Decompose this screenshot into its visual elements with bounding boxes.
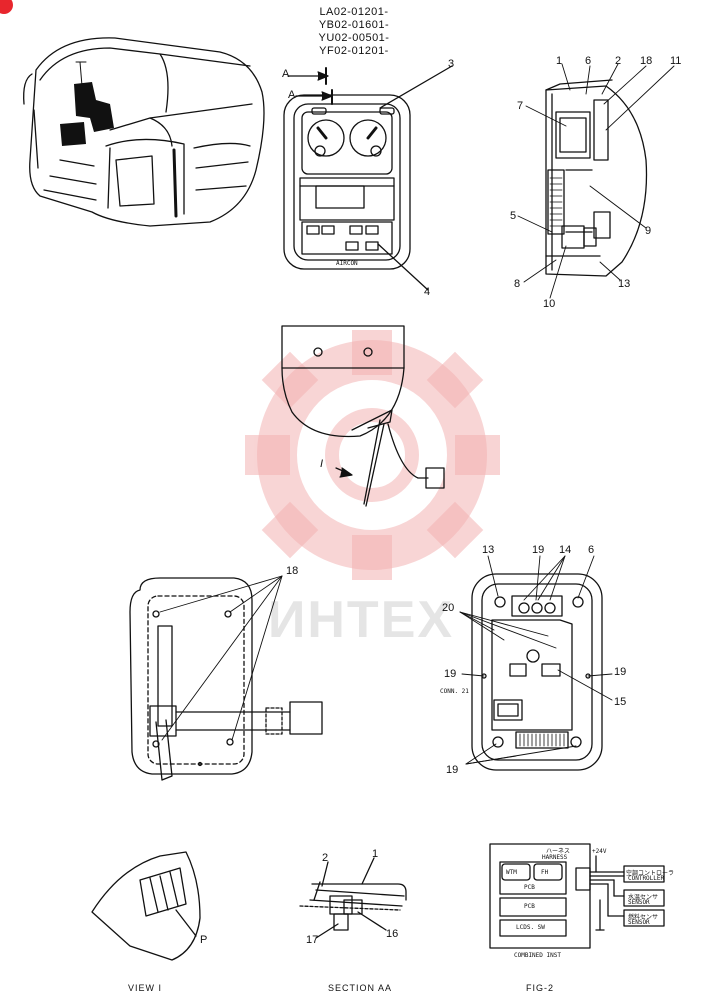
fig2-box3-jp: 燃料センサ	[628, 914, 659, 921]
callout-11-tr: 11	[670, 55, 682, 67]
callout-18-tr: 18	[640, 55, 653, 67]
fig2-box3: SENSOR	[628, 919, 650, 926]
callout-15-mr: 15	[614, 696, 627, 708]
panel-brand-label: AIRCON	[336, 260, 358, 267]
callout-1-tr: 1	[556, 55, 563, 67]
callout-13-tr: 13	[618, 278, 631, 290]
fig2-box1: CONTROLLER	[628, 875, 665, 882]
serial-4: YF02-01201-	[319, 45, 389, 57]
section-aa-drawing	[299, 857, 407, 939]
fig2-combined: COMBINED INST	[514, 952, 561, 959]
callout-17-aa: 17	[306, 934, 319, 946]
callout-9-tr: 9	[645, 225, 652, 237]
callout-2-aa: 2	[322, 852, 329, 864]
callout-19-mr-bottom: 19	[446, 764, 459, 776]
callout-3: 3	[448, 58, 455, 70]
callout-18-ml: 18	[286, 565, 299, 577]
serial-3: YU02-00501-	[318, 32, 390, 44]
callout-19-mr-right: 19	[614, 666, 627, 678]
callout-10-tr: 10	[543, 298, 556, 310]
callout-p: P	[200, 934, 208, 946]
footer-view-i: VIEW I	[128, 983, 163, 993]
serial-1: LA02-01201-	[319, 6, 389, 18]
callout-13-mr: 13	[482, 544, 495, 556]
corner-badge-icon	[0, 0, 13, 14]
bracket-cable-drawing	[281, 325, 445, 507]
serial-2: YB02-01601-	[318, 19, 390, 31]
callout-5-tr: 5	[510, 210, 517, 222]
cab-dashboard-drawing	[23, 37, 265, 227]
view-arrow-i: I	[320, 458, 324, 470]
footer-section-aa: SECTION AA	[328, 983, 393, 993]
callout-14-mr: 14	[559, 544, 572, 556]
view-i-drawing	[91, 851, 201, 961]
fig2-block-diagram	[489, 843, 665, 949]
panel-back-drawing	[471, 573, 603, 771]
fig2-pcb2: PCB	[524, 903, 535, 910]
fig2-harness: HARNESS	[542, 854, 568, 861]
instrument-panel-drawing	[283, 94, 411, 270]
rear-cover-drawing	[129, 577, 323, 781]
fig2-voltage: +24V	[592, 848, 607, 855]
fig2-wtm: WTM	[506, 869, 517, 876]
callout-19-mr-top: 19	[532, 544, 545, 556]
conn-label: CONN. 21	[440, 688, 469, 695]
watermark-text: ИНТЕХ	[268, 591, 455, 649]
callout-20-mr: 20	[442, 602, 455, 614]
callout-1-aa: 1	[372, 848, 379, 860]
view-arrow-a1: A	[282, 68, 290, 80]
fig2-box1-jp: 空調コントローラ	[626, 870, 675, 877]
view-arrow-a2: A	[288, 89, 296, 101]
footer-fig-2: FIG-2	[526, 983, 555, 993]
fig2-pcb1: PCB	[524, 884, 535, 891]
callout-6-mr: 6	[588, 544, 595, 556]
callout-4: 4	[424, 286, 431, 298]
callout-8-tr: 8	[514, 278, 521, 290]
callout-7-tr: 7	[517, 100, 524, 112]
fig2-fh: FH	[541, 869, 549, 876]
callout-6-tr: 6	[585, 55, 592, 67]
callout-19-mr-left: 19	[444, 668, 457, 680]
fig2-box2-jp: 水温センサ	[628, 894, 659, 901]
fig2-harness-jp: ハーネス	[546, 848, 571, 855]
callout-16-aa: 16	[386, 928, 399, 940]
section-side-drawing	[545, 79, 648, 277]
fig2-box2: SENSOR	[628, 899, 650, 906]
serial-numbers: LA02-01201- YB02-01601- YU02-00501- YF02…	[0, 6, 708, 58]
callout-2-tr: 2	[615, 55, 622, 67]
fig2-lcd: LCDS. SW	[516, 924, 545, 931]
